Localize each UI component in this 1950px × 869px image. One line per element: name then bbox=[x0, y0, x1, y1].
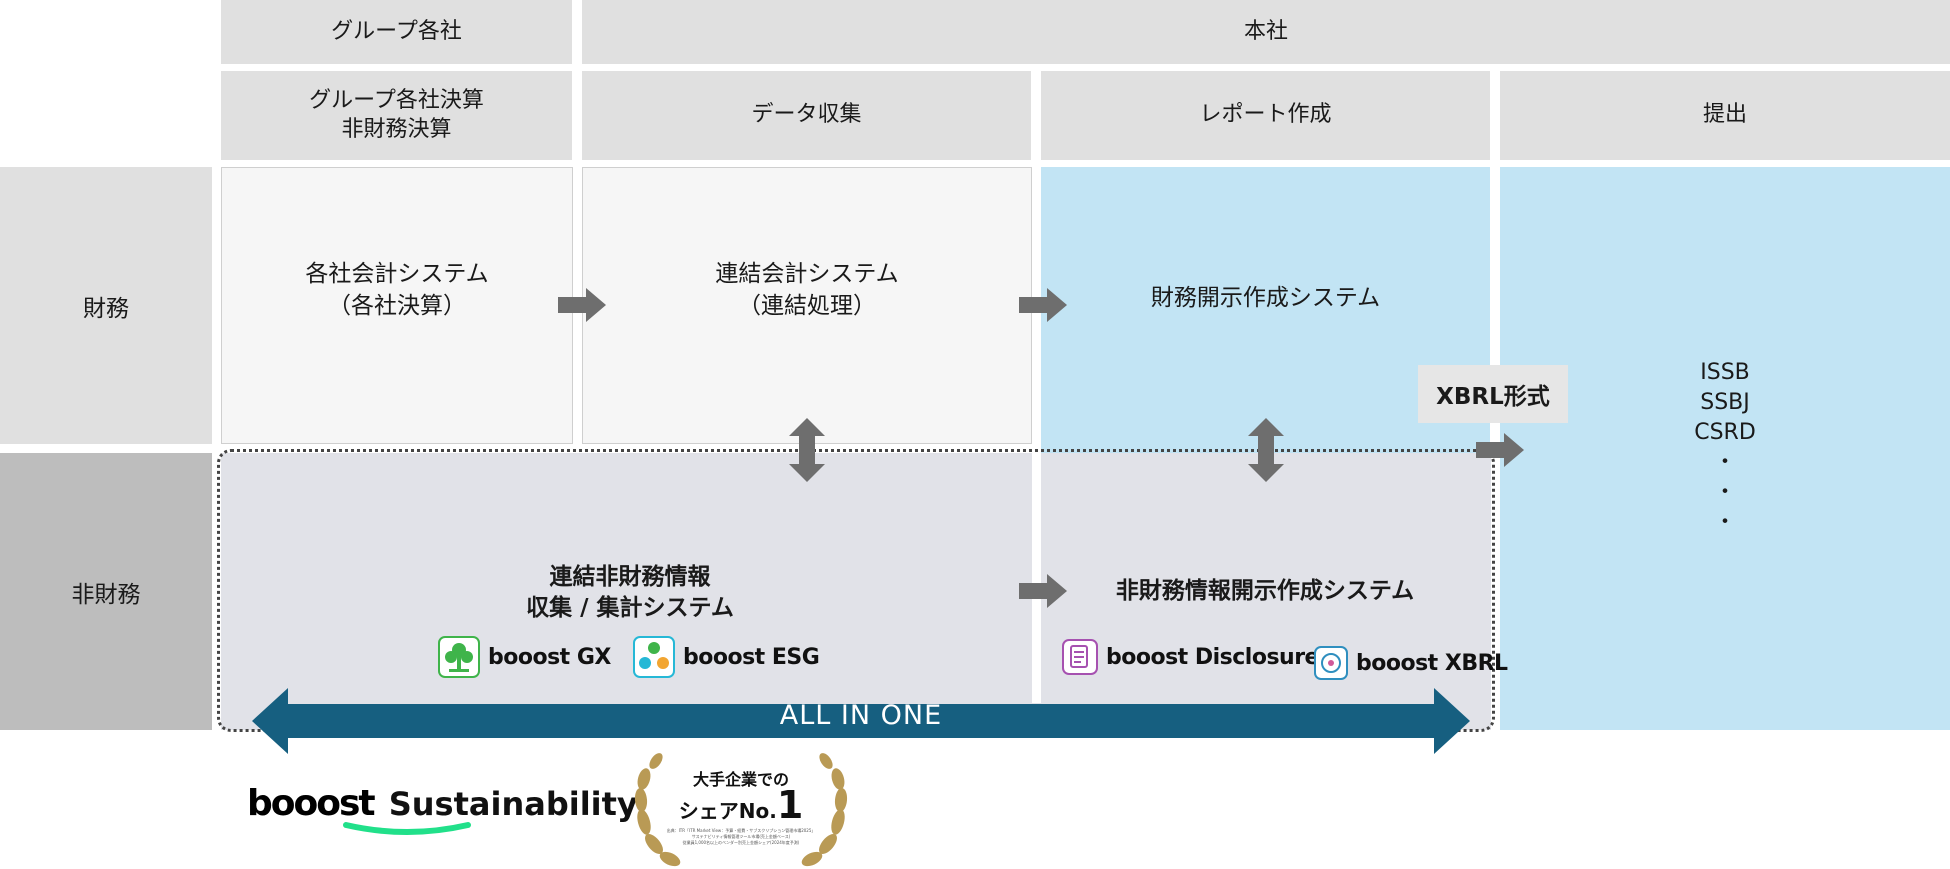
award-line1: 大手企業での bbox=[692, 770, 789, 789]
nonfin-collection-system-label: 連結非財務情報 収集 / 集計システム bbox=[526, 564, 734, 622]
standard-item: ISSB bbox=[1700, 360, 1750, 385]
standard-item: CSRD bbox=[1694, 420, 1756, 445]
product-name: booost GX bbox=[488, 644, 611, 670]
brand-suffix: Sustainability bbox=[388, 785, 638, 823]
standard-item: SSBJ bbox=[1700, 390, 1750, 415]
standard-item: ・ bbox=[1713, 450, 1736, 475]
brand-prefix: booost bbox=[247, 783, 376, 824]
step-submission: 提出 bbox=[1500, 71, 1950, 160]
standard-item: ・ bbox=[1713, 480, 1736, 505]
header-head-office: 本社 bbox=[582, 0, 1950, 64]
header-group-companies: グループ各社 bbox=[221, 0, 572, 64]
financial-disclosure-system: 財務開示作成システム bbox=[1041, 167, 1490, 453]
row-label-financial: 財務 bbox=[0, 167, 212, 444]
product-name: booost XBRL bbox=[1356, 650, 1508, 676]
all-in-one-label: ALL IN ONE bbox=[779, 700, 943, 731]
product-booost-esg: booost ESG bbox=[633, 636, 820, 678]
arrow-company-to-consolidation bbox=[558, 288, 606, 322]
product-booost-xbrl: booost XBRL bbox=[1314, 646, 1508, 680]
consolidated-accounting-system: 連結会計システム （連結処理） bbox=[582, 167, 1032, 444]
nonfin-disclosure-system-label: 非財務情報開示作成システム bbox=[1115, 578, 1415, 604]
column-divider bbox=[1032, 453, 1041, 703]
document-icon bbox=[1062, 639, 1098, 675]
standards-list: ISSB SSBJ CSRD ・ ・ ・ bbox=[1625, 358, 1825, 538]
submission-panel bbox=[1500, 167, 1950, 730]
award-line2: シェアNo.1 bbox=[678, 783, 804, 827]
arrow-xbrl-to-submission bbox=[1476, 433, 1524, 467]
non-financial-area bbox=[221, 453, 1491, 730]
tree-icon bbox=[438, 636, 480, 678]
brand-underline bbox=[343, 822, 471, 835]
arrow-consolidation-to-disclosure bbox=[1019, 288, 1067, 322]
booost-sustainability-logo: booost Sustainability bbox=[247, 783, 638, 824]
award-badge: 大手企業での シェアNo.1 出典：ITR「ITR Market View：予算… bbox=[666, 770, 816, 846]
arrow-nonfin-to-disclosure bbox=[1019, 574, 1067, 608]
product-booost-gx: booost GX bbox=[438, 636, 611, 678]
award-note: 出典：ITR「ITR Market View：予算・経費・サブスクリプション管理… bbox=[666, 828, 816, 845]
standard-item: ・ bbox=[1713, 510, 1736, 535]
row-label-non-financial: 非財務 bbox=[0, 453, 212, 730]
product-name: booost Disclosure bbox=[1106, 644, 1319, 670]
all-in-one-band bbox=[252, 688, 1470, 754]
step-report-creation: レポート作成 bbox=[1041, 71, 1490, 160]
product-booost-disclosure: booost Disclosure bbox=[1062, 639, 1319, 675]
step-data-collection: データ収集 bbox=[582, 71, 1031, 160]
xbrl-icon bbox=[1314, 646, 1348, 680]
double-arrow-report-creation bbox=[1248, 418, 1284, 482]
laurel-icon bbox=[634, 753, 848, 867]
double-arrow-data-collection bbox=[789, 418, 825, 482]
step-group-settlement: グループ各社決算 非財務決算 bbox=[221, 71, 572, 160]
esg-icon bbox=[633, 636, 675, 678]
product-name: booost ESG bbox=[683, 644, 820, 670]
xbrl-format-tag: XBRL形式 bbox=[1418, 365, 1568, 423]
company-accounting-system: 各社会計システム （各社決算） bbox=[221, 167, 573, 444]
